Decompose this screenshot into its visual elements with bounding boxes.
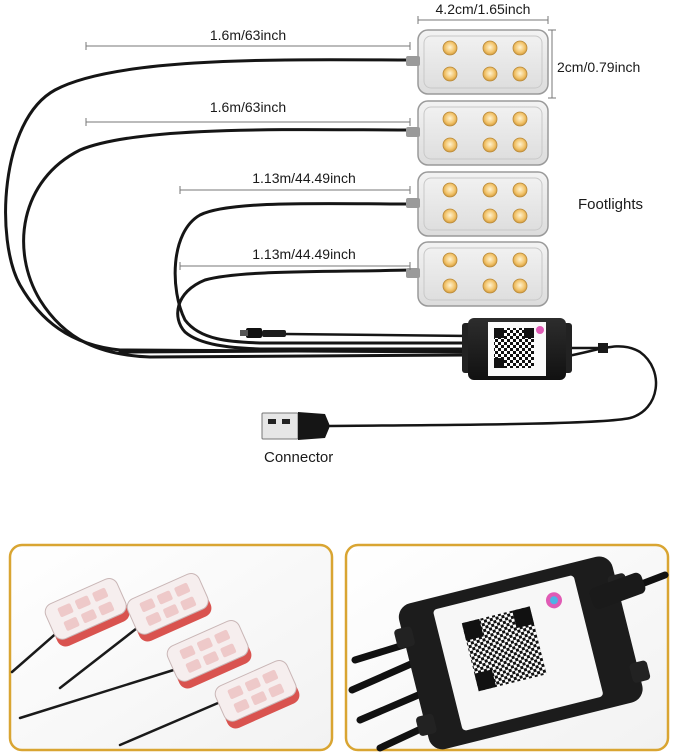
led-pod	[406, 29, 549, 95]
led-dot	[482, 278, 498, 294]
photo-led-pod	[166, 620, 252, 689]
led-pod	[406, 100, 549, 166]
led-dot	[442, 182, 458, 198]
cable-4	[176, 268, 472, 351]
led-dot	[512, 252, 528, 268]
led-dot	[442, 137, 458, 153]
footlights-label: Footlights	[578, 196, 643, 213]
led-dot	[442, 66, 458, 82]
led-dot	[482, 182, 498, 198]
led-dot	[482, 111, 498, 127]
usb-plug	[261, 412, 330, 440]
led-pod	[406, 241, 549, 307]
led-dot	[512, 137, 528, 153]
cable-group	[4, 58, 658, 428]
photo-led-pod	[126, 573, 212, 642]
width-dimension-label: 4.2cm/1.65inch	[436, 1, 531, 17]
cable-2-length-label: 1.6m/63inch	[210, 99, 286, 115]
height-dimension-label: 2cm/0.79inch	[557, 59, 640, 75]
led-dot	[512, 208, 528, 224]
output-plug	[598, 343, 608, 353]
led-dot	[512, 182, 528, 198]
cable-2	[22, 128, 472, 359]
dimension-lines	[85, 16, 556, 270]
cable-4-length-label: 1.13m/44.49inch	[252, 246, 356, 262]
led-pods	[406, 29, 549, 307]
connector-label: Connector	[264, 449, 333, 466]
cable-1	[4, 58, 472, 354]
led-dot	[512, 278, 528, 294]
cable-bundle	[118, 348, 472, 354]
led-dot	[482, 40, 498, 56]
led-dot	[482, 252, 498, 268]
usb-cable	[328, 345, 658, 428]
led-pod	[406, 171, 549, 237]
photo-panel-controller	[344, 543, 670, 752]
led-dot	[442, 278, 458, 294]
led-dot	[512, 111, 528, 127]
cable-3	[173, 202, 472, 345]
cable-3-length-label: 1.13m/44.49inch	[252, 170, 356, 186]
controller-box	[462, 318, 572, 380]
led-dot	[482, 137, 498, 153]
led-dot	[482, 66, 498, 82]
led-dot	[442, 252, 458, 268]
led-dot	[512, 40, 528, 56]
led-dot	[442, 111, 458, 127]
led-dot	[482, 208, 498, 224]
led-dot	[442, 40, 458, 56]
jack-connector	[240, 328, 286, 338]
jack-lead	[283, 332, 472, 338]
cable-1-length-label: 1.6m/63inch	[210, 27, 286, 43]
led-dot	[512, 66, 528, 82]
photo-led-pod	[214, 660, 300, 729]
led-dot	[442, 208, 458, 224]
photo-led-pod	[44, 578, 130, 647]
photo-panel-footlights	[8, 543, 334, 752]
